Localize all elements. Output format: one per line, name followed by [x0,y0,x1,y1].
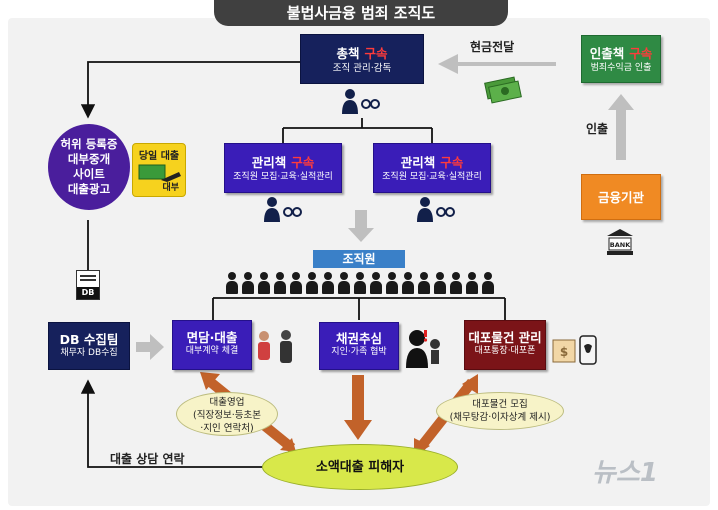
manager-right-title: 관리책 [400,155,436,170]
person-icon [370,272,382,294]
cash-transfer-label: 현금전달 [470,40,515,54]
boss-box: 총책 구속 조직 관리·감독 [300,34,424,84]
withdraw-arrow [608,94,634,160]
phone-mgmt-box: 대포물건 관리 대포통장·대포폰 [464,320,546,370]
phone-note-line-1: 대포물건 모집 [472,399,528,410]
person-icon [418,272,430,294]
bank-icon-text: BANK [610,241,631,249]
handcuffed-suspect-icon [342,89,380,114]
consult-loop-line [80,379,262,468]
phone-mgmt-role: 대포통장·대포폰 [474,346,536,356]
down-arrow [348,210,374,242]
person-icon [434,272,446,294]
interview-role: 대부계약 체결 [185,346,239,356]
manager-left-status: 구속 [291,155,315,170]
person-icon [466,272,478,294]
interview-title: 면담·대출 [186,330,238,345]
person-icon [386,272,398,294]
phone-icon: $ [552,335,597,365]
db-team-box: DB 수집팀 채무자 DB수집 [48,322,130,370]
db-doc-label: DB [77,287,99,299]
victims-ellipse: 소액대출 피해자 [262,444,458,490]
sales-note-line-1: 대출영업 [209,397,245,408]
cash-arrow [438,54,556,74]
collection-box: 채권추심 지인·가족 협박 [319,322,399,370]
person-icon [322,272,334,294]
loan-company-text: 대부 [162,183,179,193]
boss-title: 총책 [336,46,360,61]
manager-left-box: 관리책 구속 조직원 모집·교육·실적관리 [224,143,342,193]
ad-site-circle: 허위 등록증 대부중개 사이트 대출광고 [48,124,130,210]
manager-left-role: 조직원 모집·교육·실적관리 [233,172,333,182]
collection-arrow [344,375,372,440]
person-icon [290,272,302,294]
handcuffed-suspect-icon [417,197,455,222]
db-team-title: DB 수집팀 [59,332,119,347]
handcuffed-suspect-icon [264,197,302,222]
ad-line-2: 대부중개 [67,152,111,166]
withdrawer-title: 인출책 [589,46,625,61]
sales-note-line-2: (직장정보·등초본 [193,410,261,421]
phone-note-line-2: (채무탕감·이자상계 제시) [449,412,551,423]
thief-icon [406,330,440,368]
person-icon [354,272,366,294]
manager-right-role: 조직원 모집·교육·실적관리 [382,172,482,182]
person-icon [402,272,414,294]
person-icon [258,330,292,363]
collection-title: 채권추심 [335,331,382,346]
ad-line-3: 사이트 [73,167,105,181]
person-icon [482,272,494,294]
phone-collect-note: 대포물건 모집 (채무탕감·이자상계 제시) [436,392,564,430]
ad-line-4: 대출광고 [67,182,111,196]
consult-contact-label: 대출 상담 연락 [110,452,185,466]
members-row [226,272,498,296]
person-icon [242,272,254,294]
chart-title: 불법사금융 범죄 조직도 [214,0,508,26]
phone-mgmt-title: 대포물건 관리 [468,330,542,345]
manager-right-box: 관리책 구속 조직원 모집·교육·실적관리 [373,143,491,193]
manager-right-status: 구속 [440,155,464,170]
document-icon: DB [76,270,100,300]
boss-role: 조직 관리·감독 [332,63,392,74]
interview-box: 면담·대출 대부계약 체결 [172,320,252,370]
boss-status: 구속 [364,46,388,61]
ad-line-1: 허위 등록증 [60,137,118,151]
withdrawer-status: 구속 [629,46,653,61]
svg-text:$: $ [560,345,568,359]
collection-role: 지인·가족 협박 [331,347,387,357]
sales-note-line-3: ·지인 연락처) [200,423,254,434]
members-label: 조직원 [313,250,405,268]
sales-note: 대출영업 (직장정보·등초본 ·지인 연락처) [176,392,278,436]
boss-to-ad-line [80,61,300,119]
money-hand-icon [138,164,181,182]
person-icon [274,272,286,294]
news1-watermark: 뉴스1 [592,458,658,488]
person-icon [226,272,238,294]
person-icon [258,272,270,294]
person-icon [306,272,318,294]
same-day-loan-badge: 당일 대출 대부 [132,143,186,197]
bank-building-icon: BANK [607,229,633,255]
cash-icon [484,76,522,104]
manager-left-title: 관리책 [251,155,287,170]
db-to-interview-arrow [136,334,164,360]
withdrawer-box: 인출책 구속 범죄수익금 인출 [581,35,661,83]
db-team-role: 채무자 DB수집 [60,348,118,358]
withdrawal-label: 인출 [586,122,609,136]
withdrawer-role: 범죄수익금 인출 [590,63,652,73]
person-icon [450,272,462,294]
person-icon [338,272,350,294]
same-day-loan-text: 당일 대출 [138,151,180,162]
bank-box: 금융기관 [581,174,661,220]
